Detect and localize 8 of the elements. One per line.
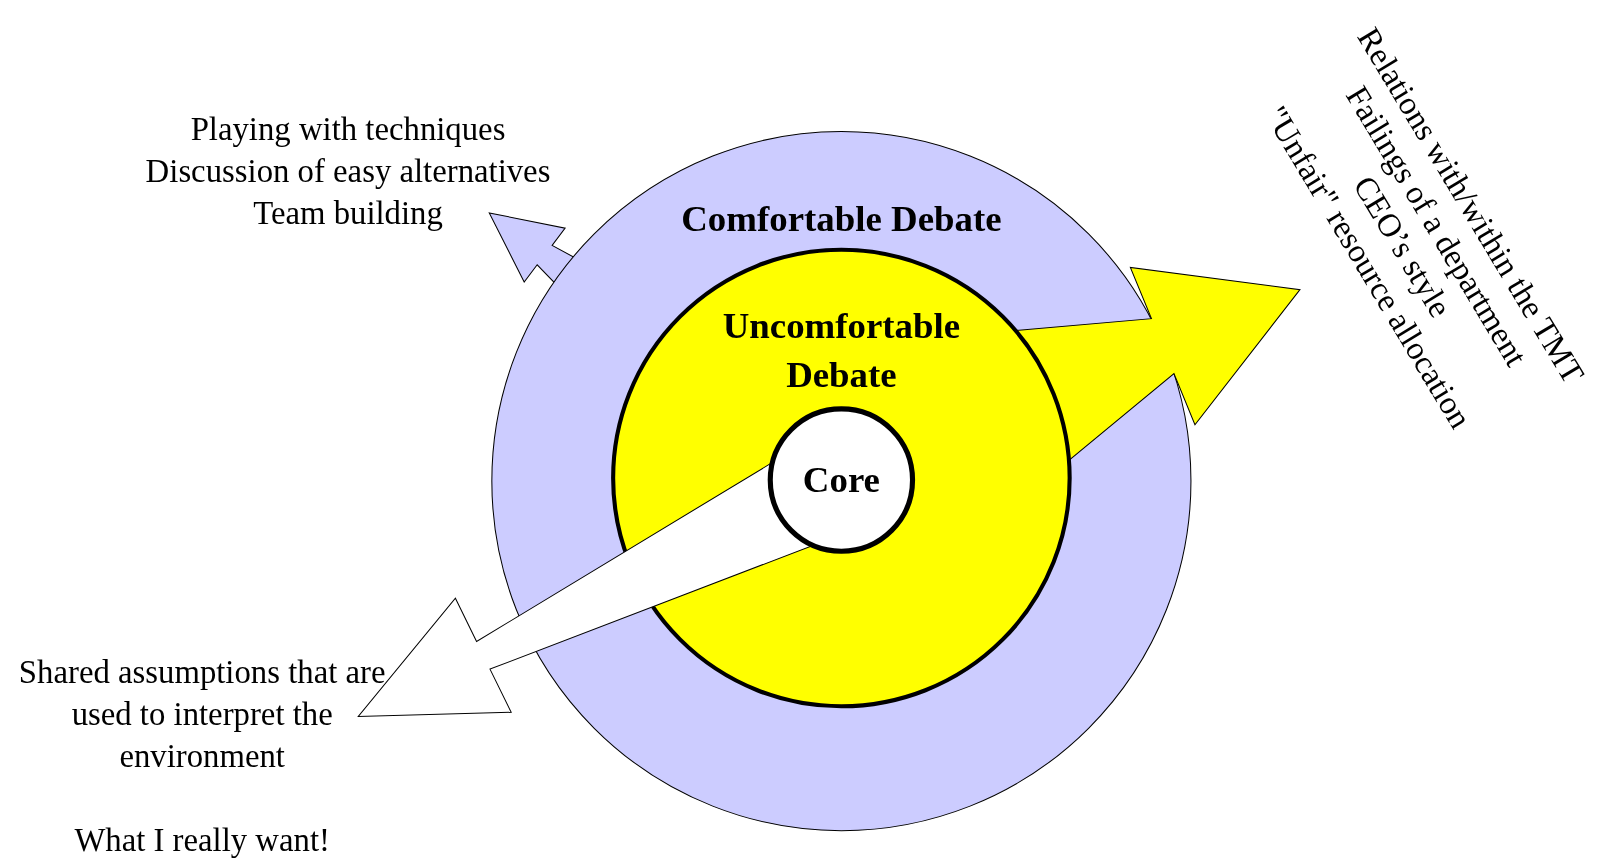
ring-label: Core (801, 458, 881, 503)
ring-label: Uncomfortable Debate (721, 304, 962, 398)
note-text: Shared assumptions that are used to interpret the environment (17, 652, 387, 776)
note-text: What I really want! (73, 819, 331, 860)
note-text: Team building (252, 193, 444, 234)
note-text: Playing with techniques (189, 109, 507, 150)
ring-label: Comfortable Debate (680, 197, 1003, 242)
note-text: Discussion of easy alternatives (144, 151, 552, 192)
